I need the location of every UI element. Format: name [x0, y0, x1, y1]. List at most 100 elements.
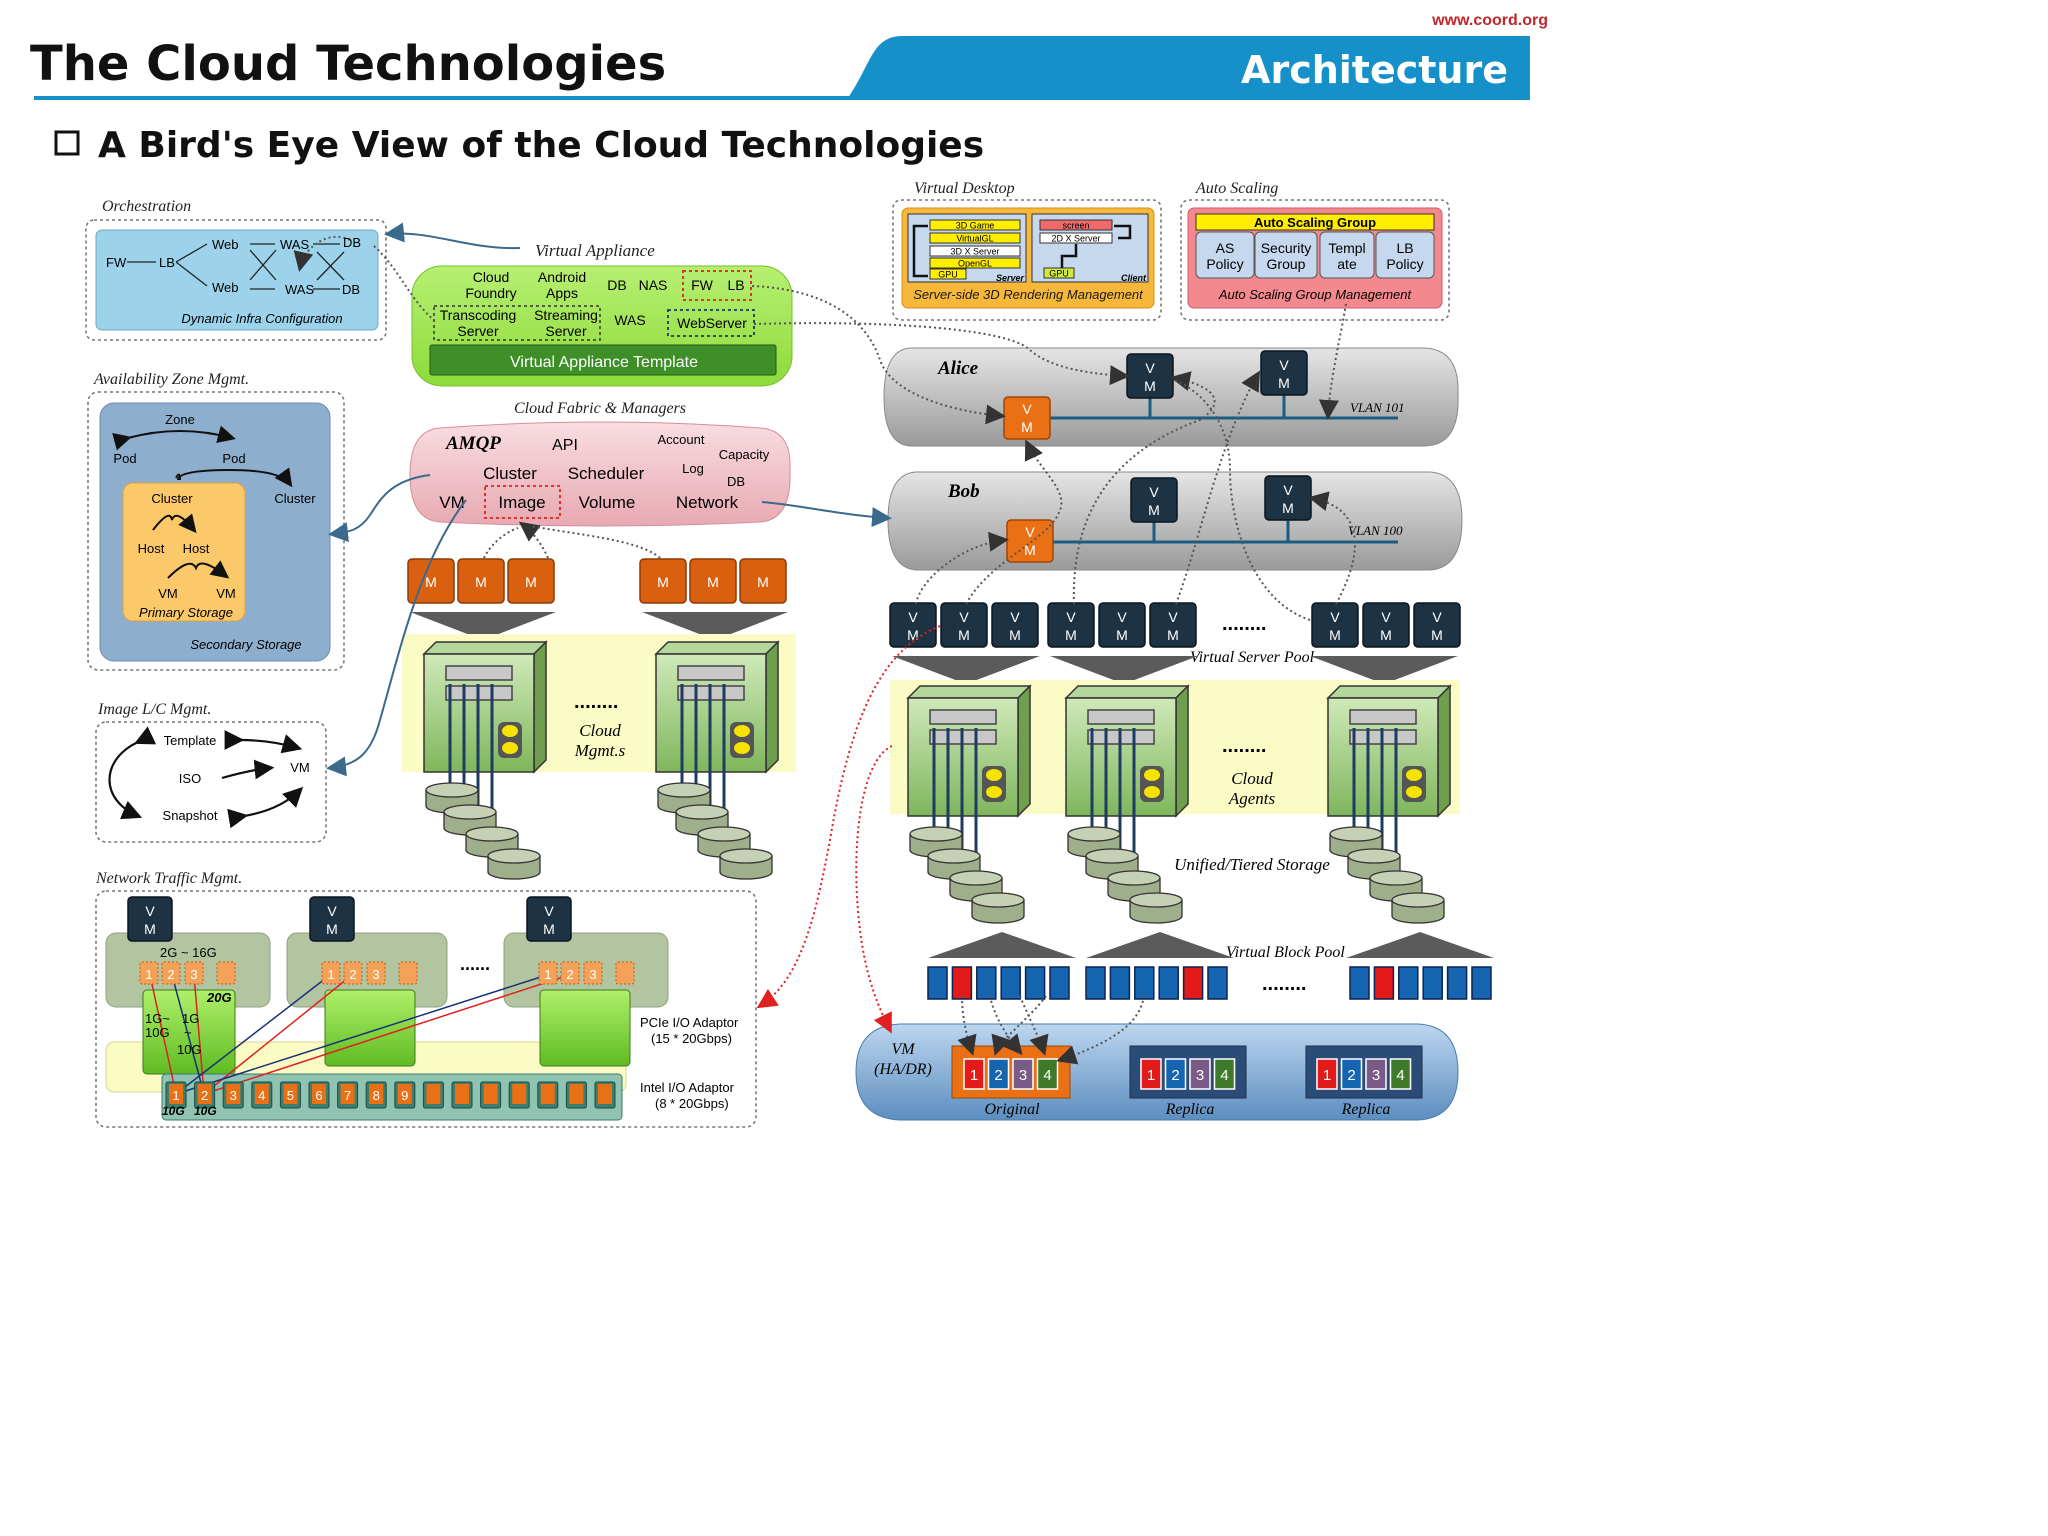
block-cell-2-6	[1207, 966, 1228, 1000]
ha-block-rep2-3	[1365, 1058, 1387, 1090]
va-db: DB	[607, 277, 626, 293]
bob-vm-1[interactable]: VM	[1130, 477, 1178, 523]
svg-text:M: M	[757, 574, 769, 590]
va-android-2: Apps	[546, 285, 578, 301]
agent-server-2	[1065, 685, 1189, 817]
server-pool-label: Virtual Server Pool	[1190, 649, 1315, 666]
nt-vm-2[interactable]: VM	[309, 896, 355, 942]
pool-vm-5[interactable]: VM	[1098, 602, 1146, 648]
section-title: Architecture	[1241, 48, 1508, 92]
ha-block-label-orig-2: 2	[994, 1067, 1002, 1084]
pcie-port-1-2	[161, 961, 181, 985]
alice-vm-1[interactable]: VM	[1126, 353, 1174, 399]
mgmt-funnel-1	[410, 612, 556, 640]
nt-bw-2: 20G	[206, 990, 232, 1005]
vd-client-item-3	[1043, 267, 1075, 279]
availability-zone-label: Availability Zone Mgmt.	[93, 371, 249, 388]
va-fw: FW	[691, 277, 714, 293]
pcie-port-label-1-3: 3	[190, 967, 197, 982]
asg-item-4[interactable]	[1375, 231, 1435, 279]
svg-text:V: V	[908, 609, 918, 625]
svg-text:V: V	[1010, 609, 1020, 625]
az-pod-1: Pod	[113, 451, 136, 466]
orch-node-db-2: DB	[342, 282, 360, 297]
svg-text:V: V	[1022, 401, 1032, 417]
intel-port-face-14	[540, 1084, 555, 1104]
vd-client-item-2	[1039, 232, 1113, 244]
pool-vm-6[interactable]: VM	[1149, 602, 1197, 648]
svg-text:M: M	[1116, 627, 1128, 643]
ha-block-rep1-3	[1189, 1058, 1211, 1090]
pool-funnel-3	[1310, 656, 1458, 684]
pool-vm-7[interactable]: VM	[1311, 602, 1359, 648]
pool-vm-8[interactable]: VM	[1362, 602, 1410, 648]
pool-vm-3[interactable]: VM	[991, 602, 1039, 648]
asg-item-label-2-2: Group	[1267, 256, 1306, 272]
asg-item-label-1-2: Policy	[1206, 256, 1243, 272]
ha-block-label-orig-3: 3	[1019, 1067, 1027, 1084]
ha-block-orig-1	[963, 1058, 985, 1090]
tenant-alice-vlan: VLAN 101	[1350, 400, 1405, 415]
nic-box-3	[539, 989, 631, 1067]
pool-dots: ........	[1222, 613, 1266, 635]
nt-vm-1[interactable]: VM	[127, 896, 173, 942]
svg-text:M: M	[907, 627, 919, 643]
cf-cluster: Cluster	[483, 464, 537, 483]
nt-dots: ......	[460, 954, 490, 974]
pcie-port-label-3-2: 2	[566, 967, 573, 982]
alice-vm-2[interactable]: VM	[1260, 350, 1308, 396]
manager-box-6[interactable]: M	[739, 558, 787, 604]
pcie-port-2-3	[366, 961, 386, 985]
manager-box-5[interactable]: M	[689, 558, 737, 604]
bob-vm-orange[interactable]: VM	[1006, 519, 1054, 563]
intel-port-label-2: 2	[201, 1088, 208, 1103]
pcie-port-3-1	[538, 961, 558, 985]
pcie-port-label-2-1: 1	[327, 967, 334, 982]
vd-server-item-label-3: 3D X Server	[950, 247, 999, 257]
site-url[interactable]: www.coord.org	[1431, 12, 1548, 29]
block-pool-label: Virtual Block Pool	[1226, 944, 1345, 961]
block-cell-1-1	[927, 966, 948, 1000]
bob-vm-2[interactable]: VM	[1264, 475, 1312, 521]
pool-vm-9[interactable]: VM	[1413, 602, 1461, 648]
ha-block-rep2-2	[1340, 1058, 1363, 1090]
pool-vm-4[interactable]: VM	[1047, 602, 1095, 648]
manager-box-2[interactable]: M	[457, 558, 505, 604]
image-lc-template: Template	[164, 733, 217, 748]
asg-item-3[interactable]	[1319, 231, 1375, 279]
original-label: Original	[984, 1101, 1040, 1118]
nt-bw-5: 10G	[145, 1025, 170, 1040]
intel-adaptor-label: Intel I/O Adaptor	[640, 1080, 735, 1095]
svg-text:V: V	[1432, 609, 1442, 625]
svg-text:V: V	[327, 903, 337, 919]
cloud-mgmt-label-2: Mgmt.s	[574, 741, 626, 760]
asg-item-2[interactable]	[1254, 231, 1318, 279]
intel-port-face-9	[397, 1084, 412, 1104]
asg-item-1[interactable]	[1195, 231, 1255, 279]
ha-block-orig-2	[987, 1058, 1010, 1090]
alice-vm-orange[interactable]: VM	[1003, 396, 1051, 440]
manager-box-1[interactable]: M	[407, 558, 455, 604]
svg-text:M: M	[1278, 375, 1290, 391]
svg-text:M: M	[1148, 502, 1160, 518]
orch-node-lb: LB	[159, 255, 175, 270]
cf-db: DB	[727, 474, 745, 489]
pool-vm-2[interactable]: VM	[940, 602, 988, 648]
block-cell-3-3	[1398, 966, 1419, 1000]
ha-block-orig-4	[1036, 1058, 1059, 1090]
svg-text:V: V	[1066, 609, 1076, 625]
intel-port-label-8: 8	[373, 1088, 380, 1103]
cloud-fabric-panel	[409, 421, 791, 527]
nt-vm-3[interactable]: VM	[526, 896, 572, 942]
pool-funnel-2	[1050, 656, 1198, 684]
ha-block-rep1-4	[1213, 1058, 1236, 1090]
pool-vm-1[interactable]: VM	[889, 602, 937, 648]
va-template-bar	[429, 344, 777, 376]
block-cell-3-4	[1422, 966, 1443, 1000]
svg-text:M: M	[1065, 627, 1077, 643]
ha-block-orig-3	[1012, 1058, 1034, 1090]
manager-box-4[interactable]: M	[639, 558, 687, 604]
cloud-agents-label-1: Cloud	[1231, 769, 1273, 788]
manager-box-3[interactable]: M	[507, 558, 555, 604]
cf-amqp: AMQP	[445, 433, 501, 454]
